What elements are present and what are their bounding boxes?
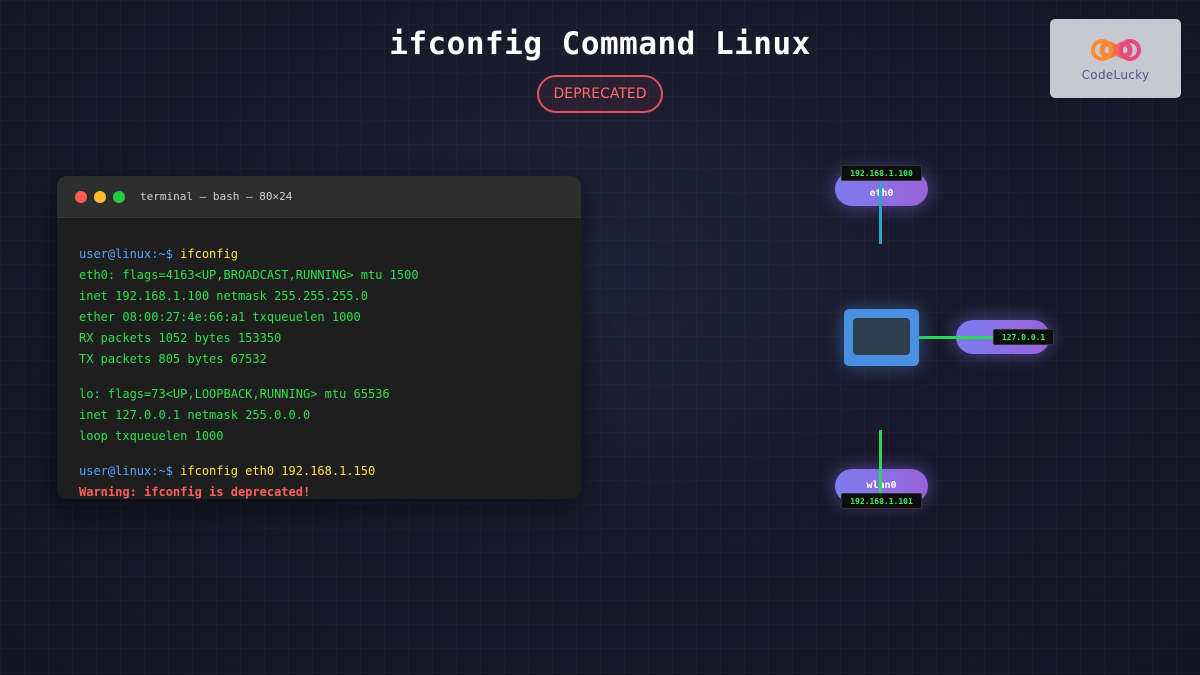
ip-label-wlan0: 192.168.1.101: [841, 493, 922, 509]
output-line: inet 127.0.0.1 netmask 255.0.0.0: [79, 408, 311, 422]
ip-label-eth0: 192.168.1.100: [841, 165, 922, 181]
logo-text: CodeLucky: [1081, 67, 1150, 82]
shell-prompt: user@linux:~$: [79, 464, 173, 478]
maximize-window-button[interactable]: [113, 190, 125, 203]
output-line: TX packets 805 bytes 67532: [79, 352, 267, 366]
deprecated-badge: DEPRECATED: [537, 75, 663, 113]
terminal-title-bar[interactable]: terminal — bash — 80×24: [57, 176, 581, 218]
terminal-window[interactable]: terminal — bash — 80×24 user@linux:~$ if…: [57, 176, 581, 499]
link-wlan0: [879, 430, 882, 505]
link-lo: [919, 336, 997, 339]
minimize-window-button[interactable]: [94, 190, 106, 203]
link-eth0: [879, 181, 882, 244]
monitor-icon: [853, 318, 910, 355]
output-line: inet 192.168.1.100 netmask 255.255.255.0: [79, 289, 368, 303]
warning-message: Warning: ifconfig is deprecated!: [79, 485, 311, 499]
terminal-output[interactable]: user@linux:~$ ifconfig eth0: flags=4163<…: [57, 218, 581, 499]
shell-prompt: user@linux:~$: [79, 247, 173, 261]
output-line: ether 08:00:27:4e:66:a1 txqueuelen 1000: [79, 310, 361, 324]
output-line: eth0: flags=4163<UP,BROADCAST,RUNNING> m…: [79, 268, 419, 282]
command-text: ifconfig: [180, 247, 238, 261]
ip-label-lo: 127.0.0.1: [993, 329, 1054, 345]
codelucky-logo[interactable]: CodeLucky: [1050, 19, 1181, 98]
infinity-logo-icon: [1090, 38, 1141, 61]
output-line: RX packets 1052 bytes 153350: [79, 331, 282, 345]
output-line: loop txqueuelen 1000: [79, 429, 224, 443]
command-line: user@linux:~$ ifconfig: [79, 244, 559, 265]
page-title: ifconfig Command Linux: [389, 26, 811, 62]
output-line: lo: flags=73<UP,LOOPBACK,RUNNING> mtu 65…: [79, 387, 390, 401]
command-line: user@linux:~$ ifconfig eth0 192.168.1.15…: [79, 461, 559, 482]
host-computer[interactable]: [844, 309, 919, 366]
terminal-title: terminal — bash — 80×24: [140, 190, 293, 203]
command-text: ifconfig eth0 192.168.1.150: [180, 464, 376, 478]
close-window-button[interactable]: [75, 190, 87, 203]
